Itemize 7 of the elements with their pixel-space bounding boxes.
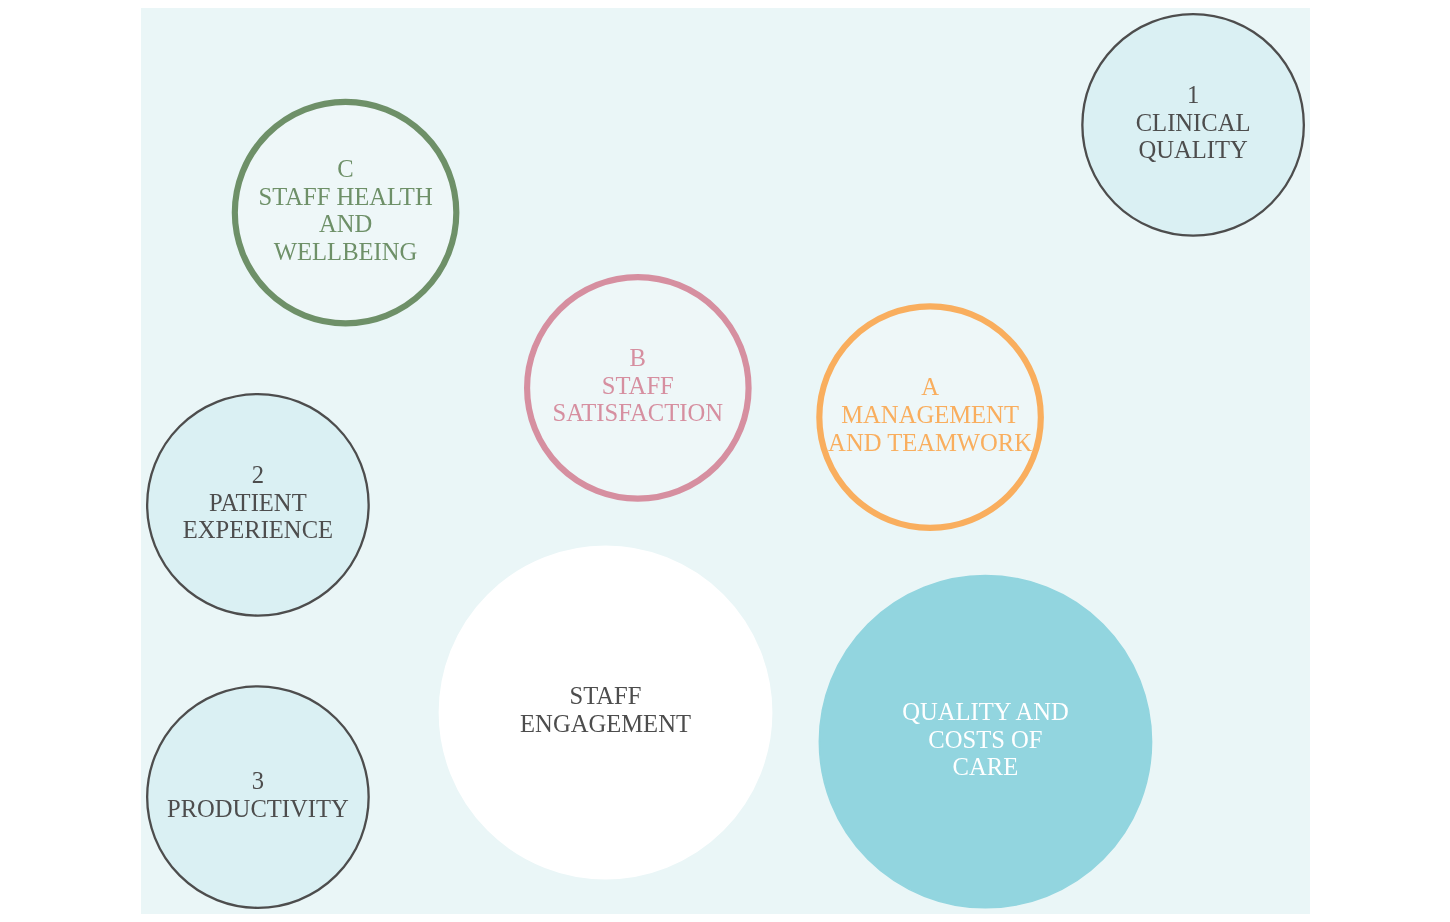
node-circle: 2 PATIENT EXPERIENCE — [145, 392, 370, 617]
node-circle: 1 CLINICAL QUALITY — [1080, 13, 1305, 237]
node-circle: 3 PRODUCTIVITY — [145, 685, 370, 909]
node-circle: C STAFF HEALTH AND WELLBEING — [231, 98, 459, 327]
node-circle: QUALITY AND COSTS OF CARE — [818, 574, 1152, 909]
node-circle: A MANAGEMENT AND TEAMWORK — [815, 303, 1044, 531]
node-circle: B STAFF SATISFACTION — [523, 274, 752, 502]
